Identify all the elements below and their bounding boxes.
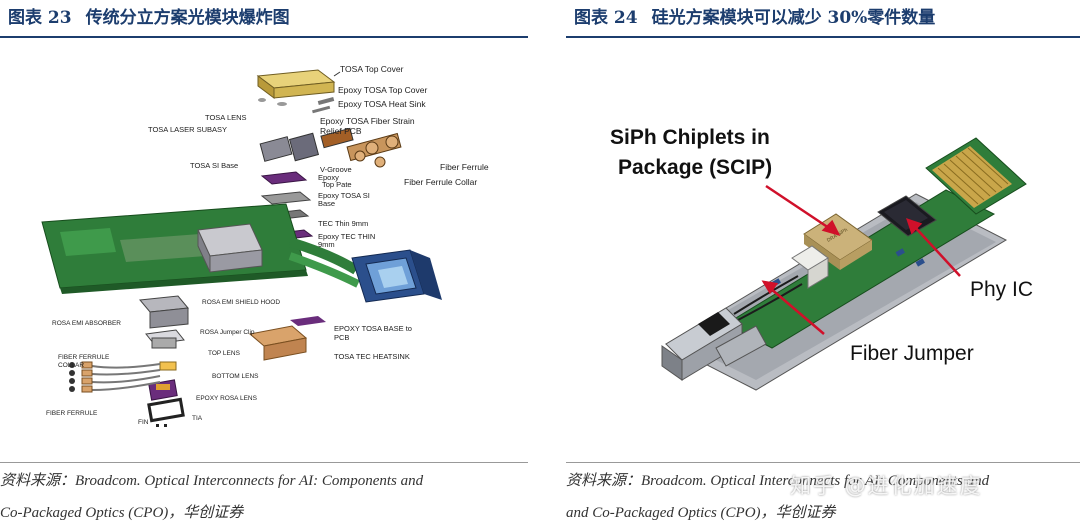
label-epoxy-rosa-lens: EPOXY ROSA LENS	[196, 395, 258, 402]
label-epoxy-tosa-top-cover: Epoxy TOSA Top Cover	[338, 85, 427, 95]
label-fiber-jumper: Fiber Jumper	[850, 342, 974, 365]
label-top-plate: Top Pate	[322, 180, 352, 189]
label-epoxy: Epoxy	[318, 173, 339, 182]
figure-23-number: 图表 23	[8, 8, 72, 28]
label-epoxy-tosa-si: Epoxy TOSA SI	[318, 191, 370, 200]
label-v-groove: V-Groove	[320, 165, 352, 174]
label-epoxy-tosa-heat-sink: Epoxy TOSA Heat Sink	[338, 99, 426, 109]
figure-24-source: 资料来源：Broadcom. Optical Interconnects for…	[566, 462, 1080, 529]
label-tosa-top-cover: TOSA Top Cover	[340, 64, 404, 74]
label-tec-thin: TEC Thin 9mm	[318, 219, 368, 228]
label-rosa-emi-absorber: ROSA EMI ABSORBER	[52, 320, 121, 327]
figure-23-source-line1: 资料来源：Broadcom. Optical Interconnects for…	[0, 473, 424, 489]
label-siph-chiplets-line2: Package (SCIP)	[618, 156, 772, 179]
figure-23-source: 资料来源：Broadcom. Optical Interconnects for…	[0, 462, 528, 529]
label-rosa-jumper-clip: ROSA Jumper Clip	[200, 329, 255, 336]
figure-24-caption: 硅光方案模块可以减少 30%零件数量	[651, 8, 936, 28]
label-epoxy-tosa-base-to: EPOXY TOSA BASE to	[334, 324, 412, 333]
figure-23-source-line2: Co-Packaged Optics (CPO)，华创证券	[0, 505, 244, 521]
label-phy-ic: Phy IC	[970, 278, 1033, 301]
label-fiber-ferrule-caps: FIBER FERRULE	[46, 410, 98, 417]
label-tosa-lens: TOSA LENS	[205, 113, 247, 122]
label-tosa-laser-subasy: TOSA LASER SUBASY	[148, 125, 227, 134]
label-fiber-ferrule-collar-caps: FIBER FERRULE	[58, 354, 110, 361]
label-fin: FIN	[138, 419, 149, 426]
label-fiber-ferrule-collar: Fiber Ferrule Collar	[404, 177, 477, 187]
siph-module-figure: DRA-SiPh	[566, 44, 1080, 454]
figure-24-source-line2: and Co-Packaged Optics (CPO)，华创证券	[566, 505, 836, 521]
left-figure-panel: 图表 23 传统分立方案光模块爆炸图	[0, 0, 528, 527]
figure-23-title: 图表 23 传统分立方案光模块爆炸图	[8, 4, 290, 34]
label-rosa-emi-shield-hood: ROSA EMI SHIELD HOOD	[202, 299, 280, 306]
label-pcb: PCB	[334, 333, 349, 342]
label-tosa-tec-heatsink: TOSA TEC HEATSINK	[334, 352, 410, 361]
figure-23-caption: 传统分立方案光模块爆炸图	[85, 8, 290, 28]
label-tosa-si-base: TOSA SI Base	[190, 161, 238, 170]
siph-module-drawing: DRA-SiPh	[610, 126, 1033, 391]
exploded-view-figure: TOSA Top Cover Epoxy TOSA Top Cover Epox…	[0, 44, 528, 454]
figure-24-number: 图表 24	[574, 8, 638, 28]
label-top-lens: TOP LENS	[208, 350, 241, 357]
figure-23-rule	[0, 36, 528, 38]
label-collar: COLLAR	[58, 362, 84, 369]
label-9mm: 9mm	[318, 240, 335, 249]
zhihu-watermark: 知乎 @进化加速度	[790, 474, 983, 498]
figure-24-source-line1: 资料来源：Broadcom. Optical Interconnects for…	[566, 473, 990, 489]
right-figure-panel: 图表 24 硅光方案模块可以减少 30%零件数量 DRA-SiPh	[566, 0, 1080, 527]
figure-24-rule	[566, 36, 1080, 38]
figure-24-title: 图表 24 硅光方案模块可以减少 30%零件数量	[574, 4, 935, 34]
label-siph-chiplets-line1: SiPh Chiplets in	[610, 126, 770, 149]
label-tia: TIA	[192, 415, 203, 422]
label-base: Base	[318, 199, 335, 208]
label-relief-pcb: Relief PCB	[320, 126, 362, 136]
label-epoxy-tosa-fiber-strain: Epoxy TOSA Fiber Strain	[320, 116, 415, 126]
label-fiber-ferrule: Fiber Ferrule	[440, 162, 489, 172]
label-epoxy-tec-thin: Epoxy TEC THIN	[318, 232, 375, 241]
exploded-view-drawing: TOSA Top Cover Epoxy TOSA Top Cover Epox…	[41, 64, 489, 427]
label-bottom-lens: BOTTOM LENS	[212, 373, 259, 380]
